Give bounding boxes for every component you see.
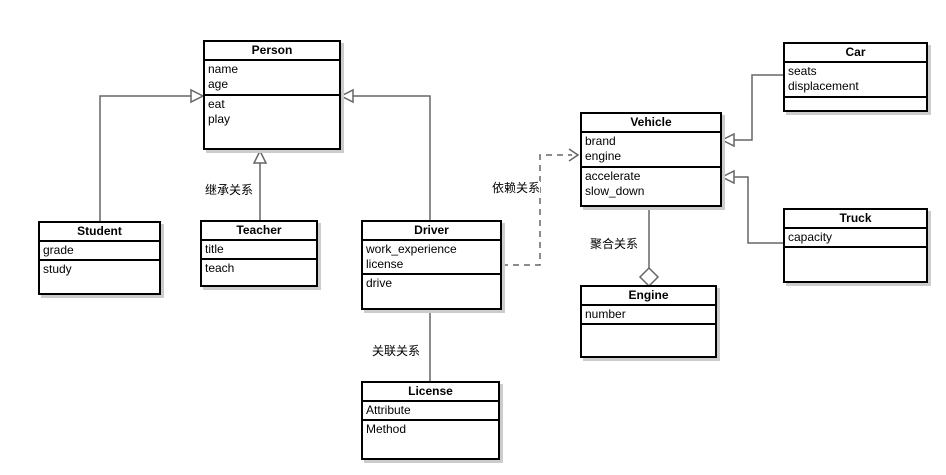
hollow-triangle-arrowhead [190, 88, 205, 104]
edge-label-association: 关联关系 [372, 344, 421, 358]
hollow-triangle-arrowhead [720, 169, 735, 185]
class-title: Car [845, 45, 866, 59]
edge-aggregation-vehicle-engine[interactable] [638, 207, 660, 288]
methods-compartment [785, 246, 926, 281]
edge-label-dependency: 依赖关系 [492, 181, 541, 195]
method: eat [208, 97, 225, 111]
attribute: number [585, 307, 626, 321]
class-title: Driver [414, 223, 449, 237]
class-title: Student [77, 224, 122, 238]
edge-inheritance-student-person[interactable] [99, 88, 205, 221]
method: accelerate [585, 169, 641, 183]
method: study [43, 262, 72, 276]
class-title: Engine [628, 288, 669, 302]
attribute: grade [43, 243, 74, 257]
class-box-car[interactable]: Car seats displacement [783, 42, 928, 112]
methods-compartment: drive [363, 273, 500, 308]
class-title: License [408, 384, 453, 398]
attributes-compartment: title [202, 239, 316, 258]
attribute: brand [585, 134, 616, 148]
attribute: seats [788, 64, 817, 78]
methods-compartment: study [40, 259, 159, 293]
methods-compartment [785, 96, 926, 110]
edge-dependency-driver-vehicle[interactable] [502, 148, 580, 266]
method: slow_down [585, 184, 645, 198]
attributes-compartment: brand engine [582, 131, 720, 166]
attribute: displacement [788, 79, 859, 93]
class-box-teacher[interactable]: Teacher title teach [200, 220, 318, 287]
edge-inheritance-car-vehicle[interactable] [720, 74, 783, 148]
method: drive [366, 276, 393, 290]
edge-label-aggregation: 聚合关系 [590, 237, 639, 251]
attribute: title [205, 242, 224, 256]
hollow-diamond [638, 266, 660, 288]
hollow-triangle-arrowhead [720, 132, 735, 148]
class-box-person[interactable]: Person name age eat play [203, 40, 341, 150]
method: teach [205, 261, 235, 275]
class-title: Person [251, 43, 293, 57]
attributes-compartment: capacity [785, 227, 926, 246]
edge-label-inheritance: 继承关系 [205, 183, 254, 197]
class-box-engine[interactable]: Engine number [580, 285, 717, 358]
class-box-truck[interactable]: Truck capacity [783, 208, 928, 283]
class-box-license[interactable]: License Attribute Method [361, 381, 500, 460]
methods-compartment: eat play [205, 94, 339, 148]
class-title: Truck [839, 211, 872, 225]
class-box-driver[interactable]: Driver work_experience license drive [361, 220, 502, 310]
method: Method [366, 422, 407, 436]
methods-compartment [582, 323, 715, 356]
edge-inheritance-teacher-person[interactable] [252, 149, 268, 220]
class-box-student[interactable]: Student grade study [38, 221, 161, 295]
attributes-compartment: Attribute [363, 400, 498, 419]
attribute: license [366, 257, 404, 271]
methods-compartment: accelerate slow_down [582, 166, 720, 205]
attributes-compartment: work_experience license [363, 239, 500, 273]
edge-inheritance-driver-person[interactable] [339, 88, 431, 220]
attributes-compartment: grade [40, 240, 159, 259]
edge-inheritance-truck-vehicle[interactable] [720, 169, 783, 244]
class-box-vehicle[interactable]: Vehicle brand engine accelerate slow_dow… [580, 112, 722, 207]
attribute: engine [585, 149, 622, 163]
attribute: capacity [788, 230, 833, 244]
class-title: Teacher [236, 223, 282, 237]
attributes-compartment: name age [205, 59, 339, 94]
attribute: Attribute [366, 403, 411, 417]
attribute: work_experience [366, 242, 457, 256]
attributes-compartment: number [582, 304, 715, 323]
class-title: Vehicle [630, 115, 672, 129]
method: play [208, 112, 231, 126]
attribute: name [208, 62, 239, 76]
methods-compartment: teach [202, 258, 316, 285]
methods-compartment: Method [363, 419, 498, 458]
hollow-triangle-arrowhead [339, 88, 354, 104]
attributes-compartment: seats displacement [785, 61, 926, 96]
open-arrowhead [568, 148, 580, 162]
hollow-triangle-arrowhead [252, 149, 268, 164]
attribute: age [208, 77, 229, 91]
